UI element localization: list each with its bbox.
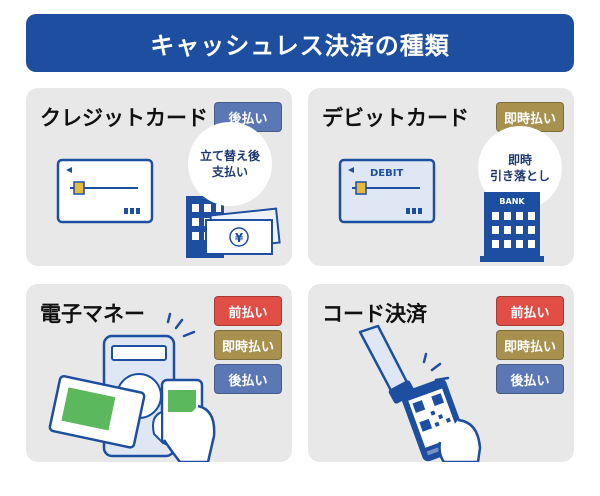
cash-icon: ¥	[205, 207, 281, 255]
post-pay-badge: 後払い	[214, 364, 282, 394]
panel-title: デビットカード	[322, 106, 469, 130]
bubble-line-2: 引き落とし	[489, 169, 550, 183]
e-money-panel: 電子マネー 前払い 即時払い 後払い	[26, 284, 292, 462]
panel-title: クレジットカード	[40, 106, 208, 130]
panel-title: 電子マネー	[40, 302, 145, 326]
bank-building-icon: BANK	[480, 192, 544, 262]
e-money-illustration	[48, 312, 216, 462]
ic-card-icon	[48, 374, 146, 449]
settlement-bubble: 立て替え後 支払い	[188, 122, 272, 206]
signal-icon	[422, 352, 450, 382]
qr-code-icon	[412, 393, 451, 432]
debit-card-icon: DEBIT BANK	[338, 158, 544, 262]
page-title: キャッシュレス決済の種類	[26, 14, 574, 72]
code-payment-panel: コード決済 前払い 即時払い 後払い	[308, 284, 574, 462]
post-pay-badge: 後払い	[496, 364, 564, 394]
bubble-line-1: 立て替え後	[199, 148, 260, 163]
signal-icon	[166, 312, 196, 338]
instant-pay-badge: 即時払い	[214, 330, 282, 360]
credit-card-icon: ¥	[56, 158, 281, 258]
code-payment-illustration	[358, 324, 482, 462]
yen-symbol: ¥	[235, 231, 244, 245]
bubble-line-1: 即時	[507, 152, 532, 167]
debit-label: DEBIT	[370, 168, 403, 179]
prepay-badge: 前払い	[214, 296, 282, 326]
instant-pay-badge: 即時払い	[496, 330, 564, 360]
credit-card-panel: クレジットカード 後払い ¥ 立て替え後 支払い	[26, 88, 292, 266]
prepay-badge: 前払い	[496, 296, 564, 326]
panel-title: コード決済	[322, 302, 427, 326]
debit-card-panel: デビットカード 即時払い 即時 引き落とし DEBIT BANK	[308, 88, 574, 266]
bank-label: BANK	[499, 197, 525, 206]
smartphone-icon	[152, 378, 216, 462]
bubble-line-2: 支払い	[211, 165, 248, 179]
